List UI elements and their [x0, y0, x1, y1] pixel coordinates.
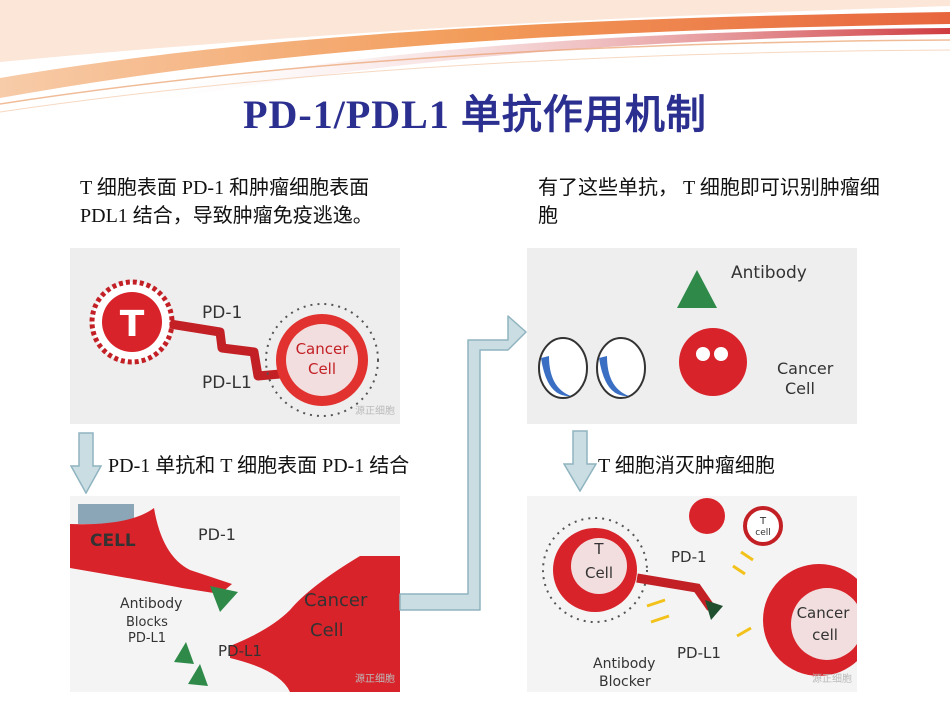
t-cell-label: Cell: [585, 564, 613, 582]
pd1-label: PD-1: [671, 548, 707, 566]
antibody-label: Antibody: [120, 596, 182, 612]
illustration-t-cell-kills-tumor: T Cell T cell PD-1 PD-L1 Cancer cell Ant…: [527, 496, 857, 692]
header-swoosh-decoration: [0, 0, 950, 113]
cancer-label: Cancer: [777, 359, 834, 378]
illustration-antibody-blocks-pd1: CELL PD-1 Antibody Blocks PD-L1 PD-L1 Ca…: [70, 496, 400, 692]
t-cell-letter: T: [120, 304, 145, 345]
small-t-label: T: [759, 516, 767, 527]
watermark: 源正细胞: [812, 672, 852, 685]
caption-bottom-left: PD-1 单抗和 T 细胞表面 PD-1 结合: [108, 455, 410, 477]
down-arrow-icon: [70, 432, 102, 494]
pd1-label: PD-1: [202, 303, 242, 323]
cancer-label: Cancer: [296, 340, 350, 358]
pdl1-label: PD-L1: [218, 642, 262, 660]
cancer-cell-label: cell: [812, 626, 838, 644]
blocker-label: Blocker: [599, 674, 651, 690]
caption-top-right: 有了这些单抗， T 细胞即可识别肿瘤细胞: [538, 177, 880, 227]
cell-label: CELL: [90, 531, 136, 551]
pdl1-label: PD-L1: [677, 644, 721, 662]
pdl1-label: PD-L1: [202, 373, 252, 393]
pd1-label: PD-1: [198, 525, 236, 544]
caption-top-left: T 细胞表面 PD-1 和肿瘤细胞表面 PDL1 结合，导致肿瘤免疫逃逸。: [80, 177, 373, 227]
watermark: 源正细胞: [355, 672, 395, 685]
small-cell-label: cell: [755, 528, 771, 538]
watermark: 源正细胞: [355, 404, 395, 417]
cancer-label: Cancer: [797, 604, 851, 622]
antibody-label: Antibody: [593, 656, 655, 672]
slide-title: PD-1/PDL1 单抗作用机制: [243, 92, 707, 137]
blocks-label: Blocks: [126, 615, 168, 630]
cell-label: Cell: [785, 379, 815, 398]
down-arrow-icon: [563, 430, 597, 492]
t-label: T: [593, 540, 604, 558]
cancer-label: Cancer: [304, 590, 368, 611]
right-arrow-icon: [399, 315, 527, 611]
caption-bottom-right: T 细胞消灭肿瘤细胞: [598, 455, 775, 477]
antibody-label: Antibody: [731, 263, 807, 283]
illustration-pd1-pdl1-binding: T PD-1 PD-L1 Cancer Cell 源正细胞: [70, 248, 400, 424]
pdl1-blocks-label: PD-L1: [128, 631, 166, 646]
cancer-cell-label: Cell: [310, 620, 344, 641]
illustration-antibody-recognition: Antibody Cancer Cell: [527, 248, 857, 424]
cell-label: Cell: [308, 360, 336, 378]
